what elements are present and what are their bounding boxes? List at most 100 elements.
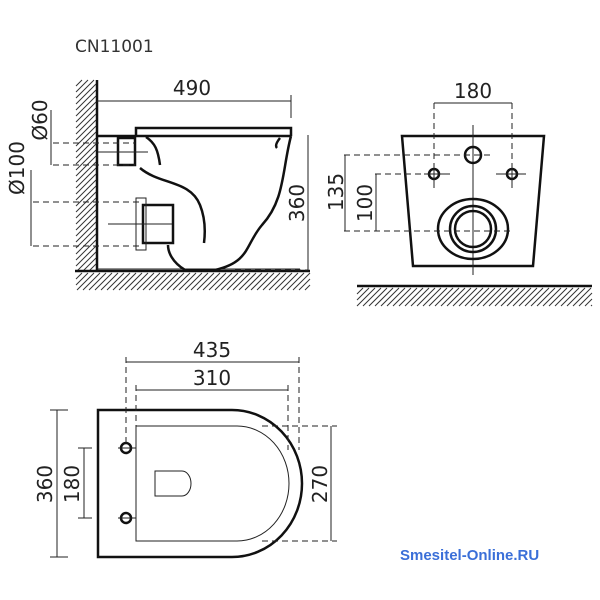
hatch-line [590, 304, 593, 307]
hatch-line [304, 284, 311, 291]
hatch-line [76, 251, 97, 272]
hatch-line [75, 245, 97, 267]
hatch-line [380, 287, 400, 307]
hatch-line [160, 272, 179, 291]
hatch-line [76, 272, 95, 291]
front-outline [400, 134, 546, 268]
hatch-line [560, 287, 580, 307]
hatch-line [124, 272, 143, 291]
front-view: 180 135 100 [324, 79, 593, 307]
hatch-line [566, 287, 586, 307]
hatch-line [548, 287, 568, 307]
top-outline [96, 408, 304, 559]
dim-270-label: 270 [308, 465, 332, 503]
hatch-line [75, 221, 97, 243]
hatch-line [536, 287, 556, 307]
hatch-line [268, 272, 287, 291]
hatch-line [482, 287, 502, 307]
hatch-line [392, 287, 412, 307]
hatch-line [554, 287, 574, 307]
dim-360-top-label: 360 [33, 465, 57, 503]
hatch-line [250, 272, 269, 291]
hatch-line [88, 272, 107, 291]
hatch-line [130, 272, 149, 291]
hatch-line [75, 137, 97, 159]
hatch-line [530, 287, 550, 307]
hatch-line [416, 287, 436, 307]
hatch-line [356, 287, 376, 307]
seat-outline [135, 425, 290, 542]
dim-d100-label: Ø100 [5, 141, 29, 195]
hatch-line [512, 287, 532, 307]
hatch-line [374, 287, 394, 307]
dim-135-label: 135 [324, 173, 348, 211]
hatch-line [584, 298, 593, 307]
hatch-line [292, 272, 311, 291]
hatch-line [542, 287, 562, 307]
hatch-line [398, 287, 418, 307]
hatch-line [226, 272, 245, 291]
hatch-line [202, 272, 221, 291]
hatch-line [404, 287, 424, 307]
hatch-line [75, 79, 95, 99]
dim-100-label: 100 [353, 184, 377, 222]
hatch-line [75, 101, 97, 123]
hatch-line [476, 287, 496, 307]
hatch-line [82, 272, 101, 291]
hatch-line [470, 287, 490, 307]
hatch-line [494, 287, 514, 307]
dim-180-top-label: 180 [60, 465, 84, 503]
hatch-line [75, 227, 97, 249]
hatch-line [100, 272, 119, 291]
bowl-outer [166, 135, 293, 272]
hatch-line [75, 125, 97, 147]
hatch-line [148, 272, 167, 291]
hatch-line [386, 287, 406, 307]
hatch-line [572, 287, 592, 307]
hatch-line [75, 179, 97, 201]
dim-180-label: 180 [454, 79, 492, 103]
hatch-line [82, 257, 97, 272]
hatch-line [506, 287, 526, 307]
hatch-line [75, 272, 89, 286]
hatch-line [75, 239, 97, 261]
hatch-line [75, 95, 97, 117]
floor-hatch [356, 287, 593, 307]
hatch-line [280, 272, 299, 291]
hatch-line [362, 287, 382, 307]
hatch-line [136, 272, 155, 291]
dim-310-label: 310 [193, 366, 231, 390]
hatch-line [75, 149, 97, 171]
hatch-line [75, 233, 97, 255]
hatch-line [190, 272, 209, 291]
hatch-line [578, 292, 593, 307]
model-title: CN11001 [75, 37, 154, 57]
hatch-line [75, 167, 97, 189]
top-view: 435 310 360 180 270 [33, 338, 337, 559]
hatch-line [75, 79, 89, 93]
hatch-line [112, 272, 131, 291]
hatch-line [184, 272, 203, 291]
hatch-line [154, 272, 173, 291]
hatch-line [178, 272, 197, 291]
hatch-line [75, 209, 97, 231]
outlet-ring-outer [436, 197, 510, 261]
hatch-line [196, 272, 215, 291]
hatch-line [75, 79, 83, 87]
hatch-line [75, 107, 97, 129]
dim-490-label: 490 [173, 76, 211, 100]
dim-d60-label: Ø60 [28, 99, 52, 140]
hatch-line [524, 287, 544, 307]
hatch-line [220, 272, 239, 291]
hatch-line [75, 185, 97, 207]
hatch-line [410, 287, 430, 307]
wall-hatch [75, 79, 97, 272]
hatch-line [75, 119, 97, 141]
hatch-line [106, 272, 125, 291]
hatch-line [368, 287, 388, 307]
hatch-line [118, 272, 137, 291]
hatch-line [75, 173, 97, 195]
side-view: 490 360 Ø60 Ø100 [5, 76, 311, 291]
